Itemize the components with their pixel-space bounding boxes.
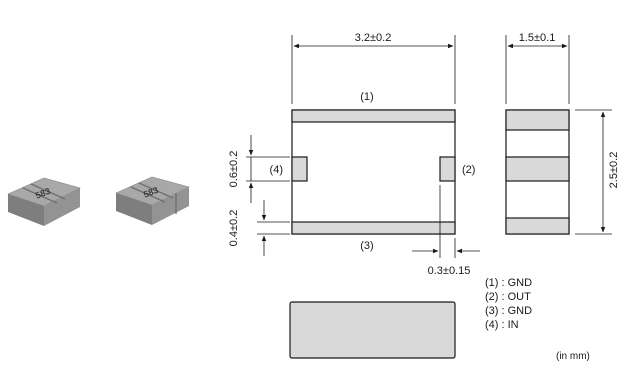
dim-side-terminal: [246, 135, 290, 203]
legend-gnd-3: (3) : GND: [485, 305, 533, 317]
dim-thickness-label: 1.5±0.1: [519, 32, 556, 44]
terminal-1-band: [291, 109, 456, 123]
dim-length-label: 3.2±0.2: [355, 32, 392, 44]
pin-4-label: (4): [270, 164, 283, 176]
dim-thickness: [505, 35, 570, 104]
top-view-body: [291, 109, 456, 235]
bottom-view: [289, 301, 456, 359]
side-view: [505, 109, 570, 235]
legend-gnd-1: (1) : GND: [485, 277, 533, 289]
legend-in: (4) : IN: [485, 319, 519, 331]
side-view-band-top: [505, 109, 570, 131]
chip-photo-left: 583: [7, 177, 81, 226]
pin-2-label: (2): [462, 164, 475, 176]
dim-end-band: [257, 200, 290, 256]
side-view-band-bottom: [505, 217, 570, 235]
dim-length: [291, 35, 456, 104]
pin-3-label: (3): [360, 240, 373, 252]
dim-terminal-offset-label: 0.3±0.15: [428, 265, 471, 277]
chip-photo-right: 583: [115, 176, 190, 225]
legend-out: (2) : OUT: [485, 291, 531, 303]
dim-terminal-offset: [412, 185, 480, 258]
dim-width-label: 2.5±0.2: [608, 152, 617, 189]
terminal-2-pad: [439, 156, 456, 182]
dim-width: [575, 109, 612, 235]
top-view: [291, 109, 456, 235]
side-view-band-mid: [505, 156, 570, 182]
terminal-4-pad: [291, 156, 308, 182]
pin-1-label: (1): [360, 91, 373, 103]
units-note: (in mm): [556, 351, 590, 362]
terminal-3-band: [291, 221, 456, 235]
dim-end-band-label: 0.4±0.2: [228, 210, 240, 247]
dim-side-terminal-label: 0.6±0.2: [228, 151, 240, 188]
